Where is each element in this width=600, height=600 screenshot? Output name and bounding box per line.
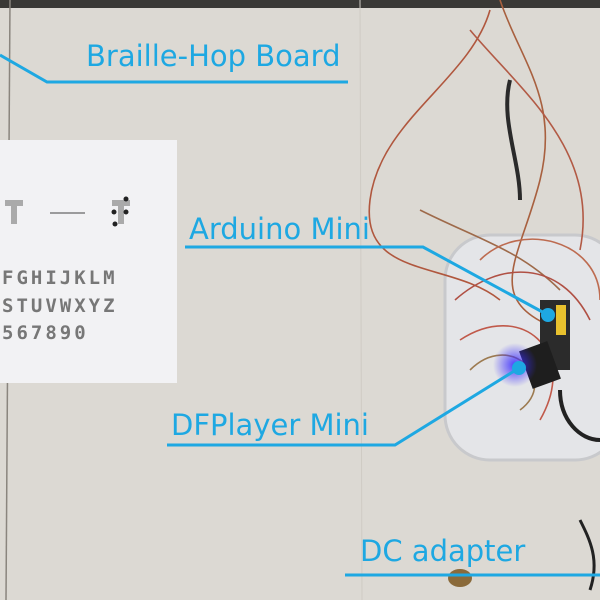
label-arduino-mini: Arduino Mini [189,212,370,246]
sheet-row-1: FGHIJKLM [2,267,118,289]
label-braille-hop-board: Braille-Hop Board [86,39,341,73]
braille-sheet [0,140,177,383]
dfplayer-marker-dot [512,361,526,375]
tile-grout [359,0,363,600]
arduino-marker-dot [541,308,555,322]
arduino-leader-line [185,245,549,317]
stain [448,569,472,587]
label-dc-adapter: DC adapter [360,534,526,568]
sheet-row-3: 567890 [2,322,89,344]
top-edge [0,0,600,8]
label-dfplayer-mini: DFPlayer Mini [171,408,369,442]
sheet-row-2: STUVWXYZ [2,295,118,317]
annotation-lines [0,53,600,577]
board-leader-line [0,53,348,84]
dfplayer-leader-line [167,366,520,447]
